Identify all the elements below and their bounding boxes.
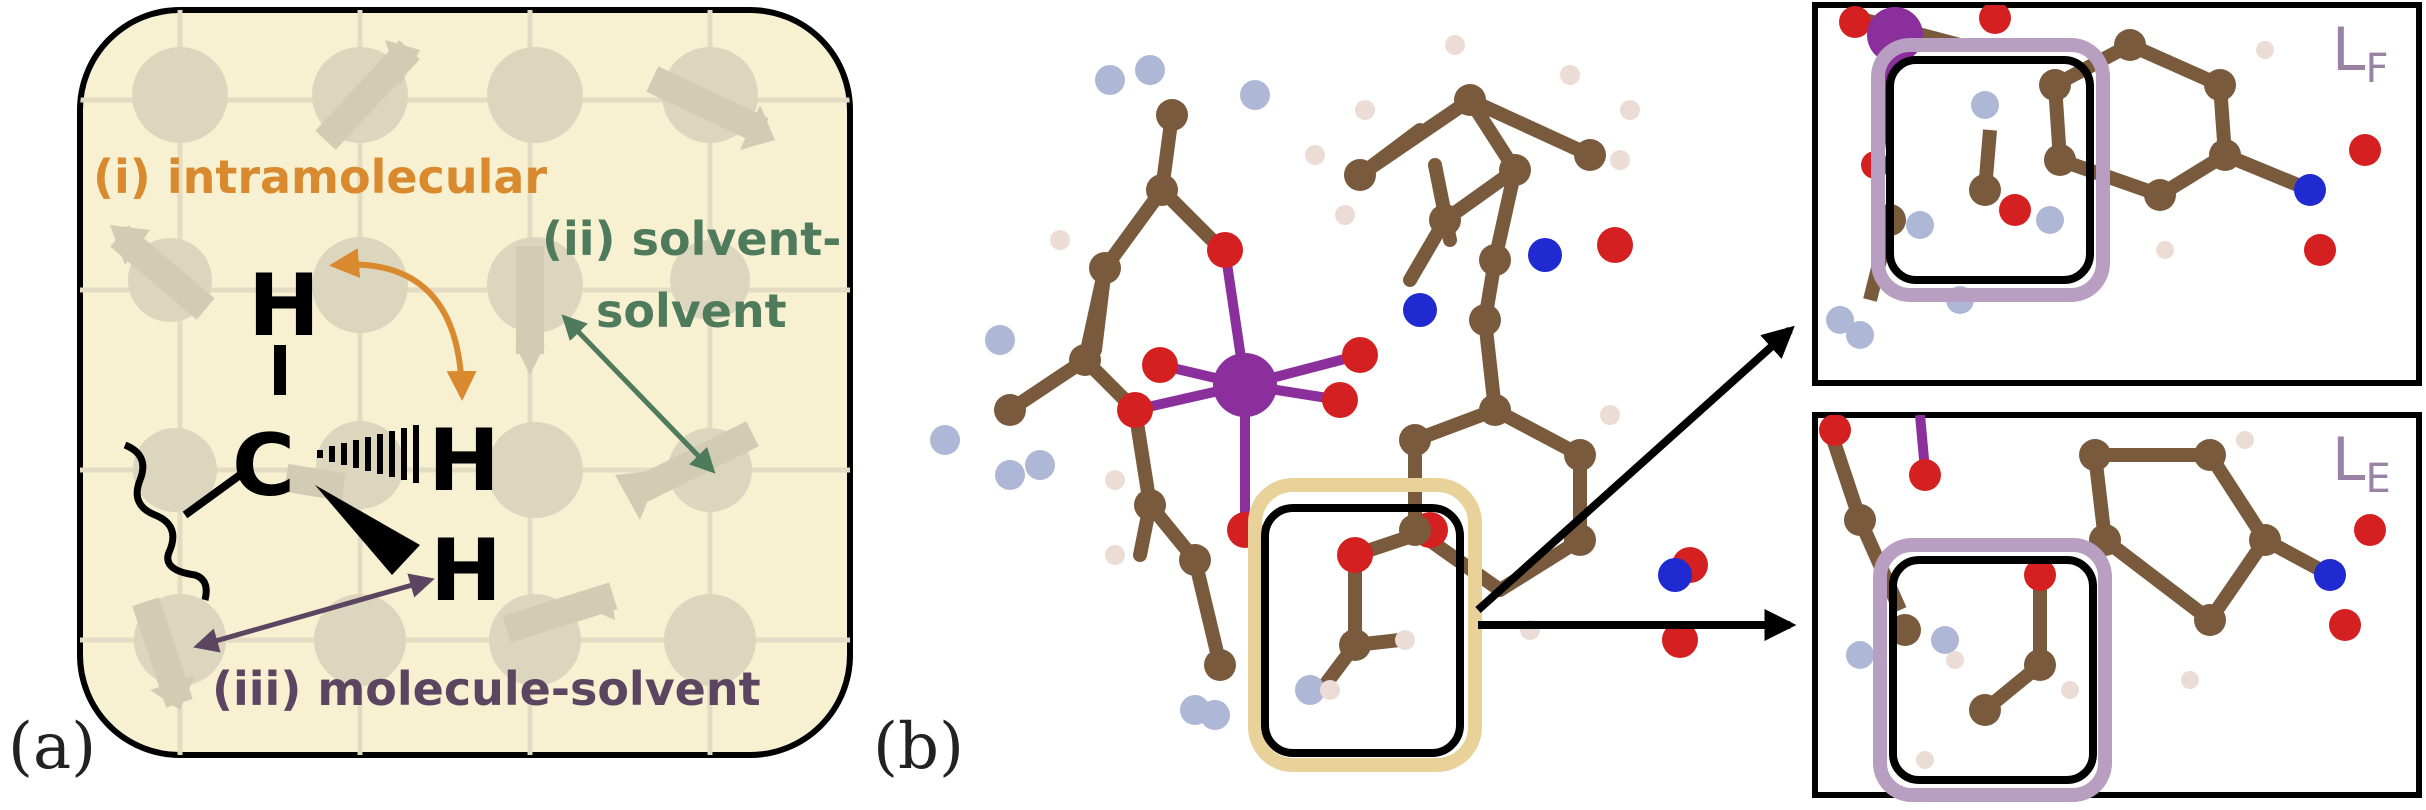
arrow-to-inset-top [1475,325,1795,613]
inset-bottom: LE [1812,412,2422,802]
label-solvent-solvent-2: solvent [596,284,787,338]
atom-h-right: H [428,411,500,511]
label-intramolecular: (i) intramolecular [93,150,547,204]
bond-to-chain [182,471,243,519]
solvent-molecules [110,40,775,710]
inset-bottom-label: LE [2332,425,2391,502]
inset-top-label-main: L [2332,15,2366,85]
label-solvent-solvent-1: (ii) solvent- [542,212,841,266]
metal-atom [1213,353,1277,417]
inset-bottom-frame [1812,412,2422,798]
inset-top-outer-ring [1871,38,2110,302]
inset-bottom-label-main: L [2332,425,2366,495]
focus-box-lower-ester [1261,504,1464,757]
inset-bottom-outer-ring [1873,538,2112,802]
nitrogen-atoms [1403,238,1692,592]
panel-letter-b: (b) [873,710,964,784]
inset-top-label: LF [2332,15,2388,92]
atom-h-top: H [248,256,320,356]
inset-bottom-label-sub: E [2365,456,2390,502]
inset-bottom-focus [1889,556,2097,784]
panel-a: H C H H (i) intramolecular (ii) solvent-… [77,7,853,758]
oxygen-atoms [1117,227,1708,658]
solvent-solvent-arrow [561,314,716,474]
fluorine-atoms [930,55,1325,730]
wedge-bond [315,485,420,575]
inset-top-label-sub: F [2365,46,2388,92]
carbon-atoms [994,84,1606,681]
atom-h-bottom: H [430,521,502,621]
hashed-bond [317,425,419,483]
label-molecule-solvent: (iii) molecule-solvent [212,662,761,716]
molecule-solvent-arrow [193,573,435,653]
methyl-group: H C H H [123,256,502,621]
intramolecular-arrow [329,248,477,401]
highlight-lower-ester [1248,478,1482,772]
inset-top: LF [1812,2,2422,386]
atom-carbon: C [232,416,295,516]
inset-top-focus [1886,56,2094,284]
panel-letter-a: (a) [8,710,96,784]
